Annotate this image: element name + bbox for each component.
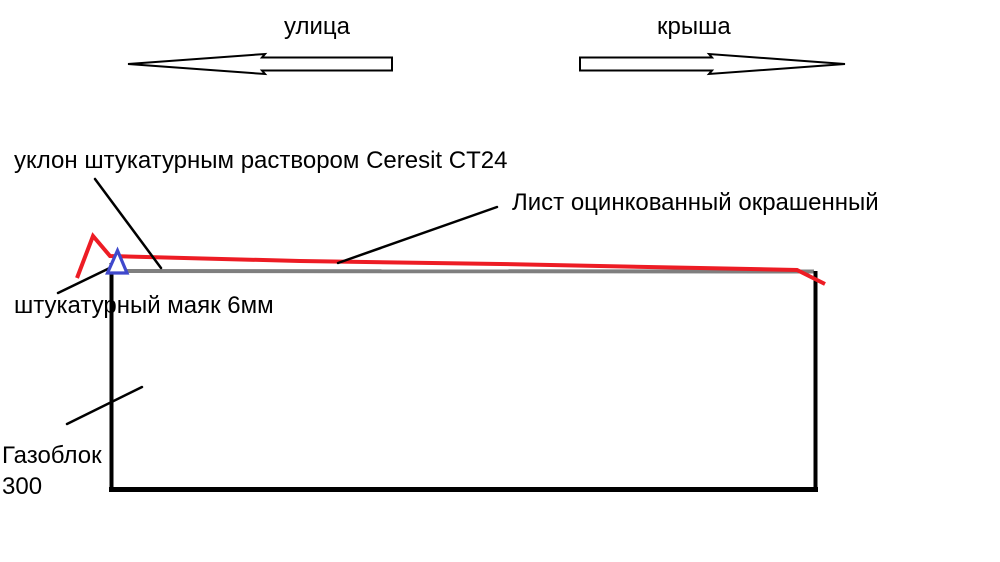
slope-leader-line (93, 177, 163, 270)
arrow-left-icon (127, 52, 393, 76)
block-leader-line (65, 385, 144, 426)
beacon-line (111, 269, 815, 274)
gas-block-label: Газоблок 300 (2, 440, 102, 502)
roof-direction-label: крыша (657, 13, 731, 40)
slope-note-label: уклон штукатурным раствором Ceresit CT24 (14, 147, 508, 174)
arrow-right-icon (579, 52, 846, 76)
gas-block-label-line1: Газоблок (2, 442, 102, 469)
street-direction-label: улица (284, 13, 350, 40)
beacon-marker-triangle (105, 246, 130, 275)
sheet-note-label: Лист оцинкованный окрашенный (512, 189, 879, 216)
beacon-note-label: штукатурный маяк 6мм (14, 292, 274, 319)
sheet-leader-line (336, 205, 499, 265)
sheet-line (75, 232, 826, 286)
gas-block-label-line2: 300 (2, 473, 43, 500)
